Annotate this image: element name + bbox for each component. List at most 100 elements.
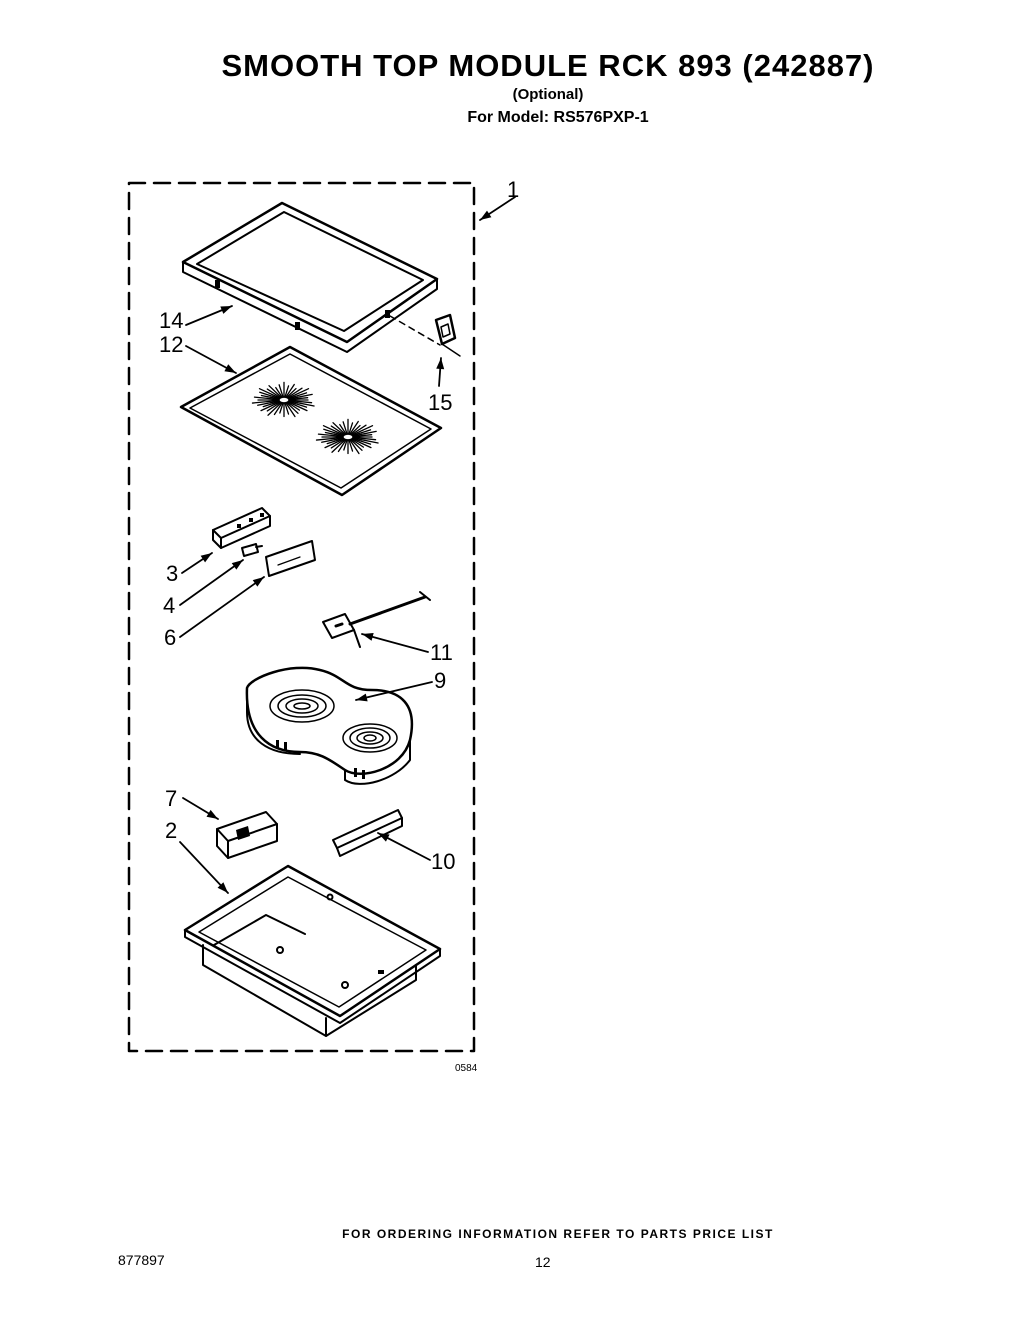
callout-10: 10	[431, 849, 455, 874]
burner-mark-ray	[315, 436, 344, 441]
burner-mark-ray	[260, 394, 280, 400]
burner-mark-ray	[348, 422, 354, 435]
burner-mark-ray	[339, 423, 347, 436]
burner-mark-ray	[266, 401, 282, 412]
leader-arrowhead	[436, 358, 445, 370]
burner-mark-ray	[288, 397, 309, 401]
burner-mark-ray	[337, 438, 347, 453]
leader-arrowhead	[362, 633, 374, 641]
burner-mark-ray	[352, 436, 377, 441]
leader-arrowhead	[220, 306, 232, 314]
burner-mark-ray	[352, 437, 379, 444]
burner-mark-ray	[262, 400, 281, 408]
burner-mark-ray	[284, 402, 290, 415]
burner-mark-ray	[317, 433, 344, 438]
leader-arrowhead	[378, 833, 390, 842]
callout-14: 14	[159, 308, 183, 333]
part-6-label	[265, 540, 316, 577]
leader-arrowhead	[480, 210, 492, 220]
page-subtitle: (Optional)	[512, 86, 584, 103]
burner-mark-ray	[287, 388, 310, 399]
burner-mark-ray	[285, 383, 295, 399]
burner-mark-ray	[257, 400, 280, 406]
module-boundary	[127, 181, 476, 1053]
part-11-limiter	[322, 591, 431, 648]
burner-mark-ray	[284, 385, 290, 398]
callout-3: 3	[166, 561, 178, 586]
leader-line	[361, 633, 429, 653]
part-12-glass-cooktop	[179, 345, 443, 497]
burner-mark-ray	[266, 388, 282, 399]
part-4-indicator-light	[241, 543, 263, 557]
burner-mark-ray	[322, 425, 345, 436]
part-14-trim-frame	[181, 201, 441, 353]
burner-mark-ray	[288, 399, 313, 404]
burner-mark-ray	[351, 438, 372, 449]
callout-7: 7	[165, 786, 177, 811]
leader-arrowhead	[217, 882, 228, 893]
callout-11: 11	[430, 640, 453, 665]
leader-arrowhead	[206, 809, 218, 819]
burner-mark-ray	[273, 401, 283, 416]
part-9-burner-assembly	[245, 666, 414, 785]
burner-mark-ray	[343, 439, 348, 451]
burner-mark-ray	[352, 434, 373, 438]
burner-mark-ray	[285, 401, 299, 414]
burner-mark-ray	[268, 385, 283, 399]
burner-mark-ray	[275, 386, 283, 399]
burner-mark-ray	[251, 399, 280, 404]
part-10-strip	[332, 809, 403, 857]
burner-mark-ray	[348, 439, 354, 452]
part-7-bracket	[216, 811, 278, 859]
callout-4: 4	[163, 593, 175, 618]
burner-mark-ray	[323, 428, 345, 437]
leader-arrowhead	[224, 364, 236, 373]
ordering-info: FOR ORDERING INFORMATION REFER TO PARTS …	[342, 1227, 774, 1241]
burner-mark-ray	[352, 430, 377, 437]
leader-arrowhead	[231, 560, 243, 570]
page-number: 12	[535, 1254, 551, 1270]
burner-mark-ray	[351, 429, 372, 437]
burner-mark-ray	[324, 431, 344, 437]
burner-mark-ray	[285, 401, 296, 418]
burner-mark-ray	[258, 388, 281, 399]
burner-mark-ray	[285, 387, 297, 399]
burner-mark-ray	[287, 401, 308, 412]
burner-mark-ray	[330, 425, 346, 436]
burner-mark-ray	[351, 425, 374, 436]
leader-arrowhead	[356, 693, 368, 702]
burner-mark-ray	[286, 387, 303, 399]
burner-mark-ray	[253, 396, 280, 401]
burner-mark-ray	[286, 401, 301, 411]
callout-9: 9	[434, 668, 446, 693]
burner-mark-ray	[326, 437, 345, 445]
burner-mark-ray	[288, 393, 313, 400]
callout-1: 1	[507, 177, 519, 202]
burner-mark-ray	[321, 437, 344, 443]
callout-2: 2	[165, 818, 177, 843]
leader-line	[179, 559, 244, 606]
leader-arrowhead	[200, 553, 212, 563]
burner-mark-ray	[287, 400, 308, 408]
leader-arrowhead	[252, 577, 264, 587]
burner-mark-ray	[288, 400, 315, 407]
page-title: SMOOTH TOP MODULE RCK 893 (242887)	[221, 48, 875, 83]
burner-mark-ray	[287, 392, 308, 400]
part-15-clip	[434, 313, 461, 357]
burner-mark-ray	[324, 438, 345, 449]
part-2-module-box	[183, 864, 442, 1037]
burner-mark-ray	[349, 438, 360, 455]
burner-mark-ray	[279, 402, 284, 414]
leader-line	[179, 841, 229, 894]
burner-mark-ray	[342, 421, 348, 435]
model-line: For Model: RS576PXP-1	[467, 109, 649, 126]
figure-code: 0584	[455, 1063, 478, 1074]
burner-mark-ray	[349, 438, 363, 451]
burner-mark-ray	[259, 391, 281, 400]
burner-mark-ray	[349, 420, 359, 436]
burner-mark-ray	[278, 384, 284, 398]
leader-line	[179, 576, 265, 638]
burner-mark-ray	[331, 438, 347, 453]
document-number: 877897	[118, 1252, 165, 1268]
